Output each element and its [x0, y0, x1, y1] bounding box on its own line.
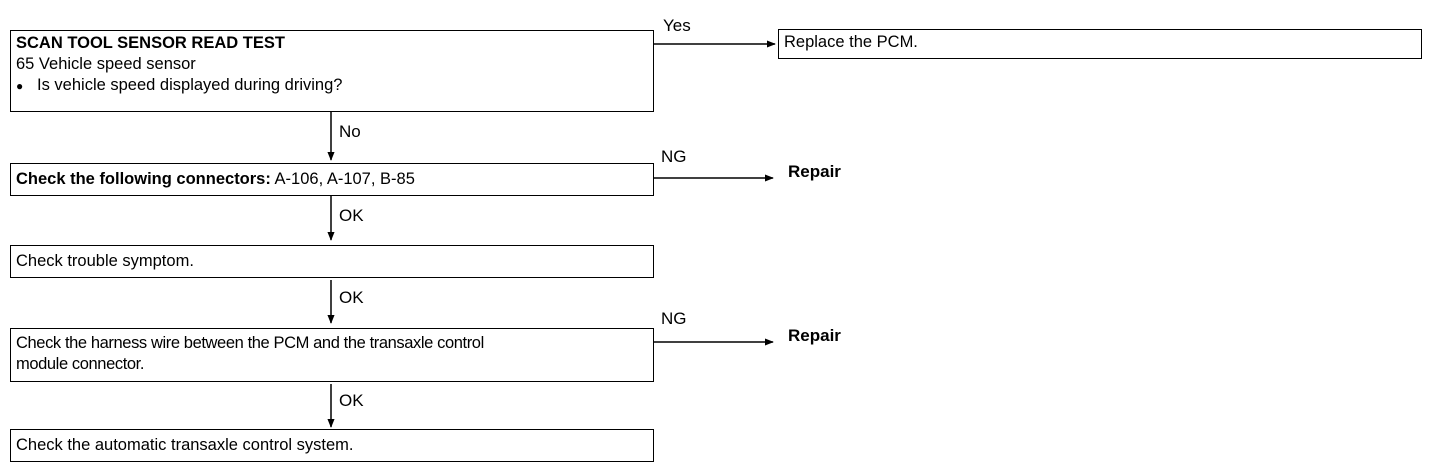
- ng-label-2: NG: [661, 309, 687, 328]
- step1-sensor-line: 65 Vehicle speed sensor: [16, 55, 196, 73]
- replace-pcm-text: Replace the PCM.: [784, 33, 918, 51]
- step5-text: Check the automatic transaxle control sy…: [16, 436, 354, 454]
- step1-question-line: ● Is vehicle speed displayed during driv…: [16, 75, 648, 97]
- no-label: No: [339, 122, 361, 141]
- step2-connectors: A-106, A-107, B-85: [270, 170, 415, 188]
- ng-label-1: NG: [661, 147, 687, 166]
- ok-label-3: OK: [339, 391, 364, 410]
- step4-line2: module connector.: [16, 355, 145, 373]
- repair-result-1: Repair: [788, 162, 841, 181]
- step2-text: Check the following connectors: A-106, A…: [16, 169, 648, 190]
- ok-label-1: OK: [339, 206, 364, 225]
- step3-text: Check trouble symptom.: [16, 252, 194, 270]
- step2-title: Check the following connectors:: [16, 170, 271, 188]
- step3-box: Check trouble symptom.: [10, 245, 654, 278]
- step4-line1: Check the harness wire between the PCM a…: [16, 334, 484, 352]
- replace-pcm-box: Replace the PCM.: [778, 29, 1422, 59]
- step2-box: Check the following connectors: A-106, A…: [10, 163, 654, 196]
- step1-title: SCAN TOOL SENSOR READ TEST: [16, 34, 285, 52]
- yes-label: Yes: [663, 16, 691, 35]
- step1-box: SCAN TOOL SENSOR READ TEST 65 Vehicle sp…: [10, 30, 654, 112]
- repair-result-2: Repair: [788, 326, 841, 345]
- bullet-icon: ●: [16, 79, 24, 93]
- ok-label-2: OK: [339, 288, 364, 307]
- step1-question: Is vehicle speed displayed during drivin…: [37, 76, 343, 94]
- step4-box: Check the harness wire between the PCM a…: [10, 328, 654, 382]
- step5-box: Check the automatic transaxle control sy…: [10, 429, 654, 462]
